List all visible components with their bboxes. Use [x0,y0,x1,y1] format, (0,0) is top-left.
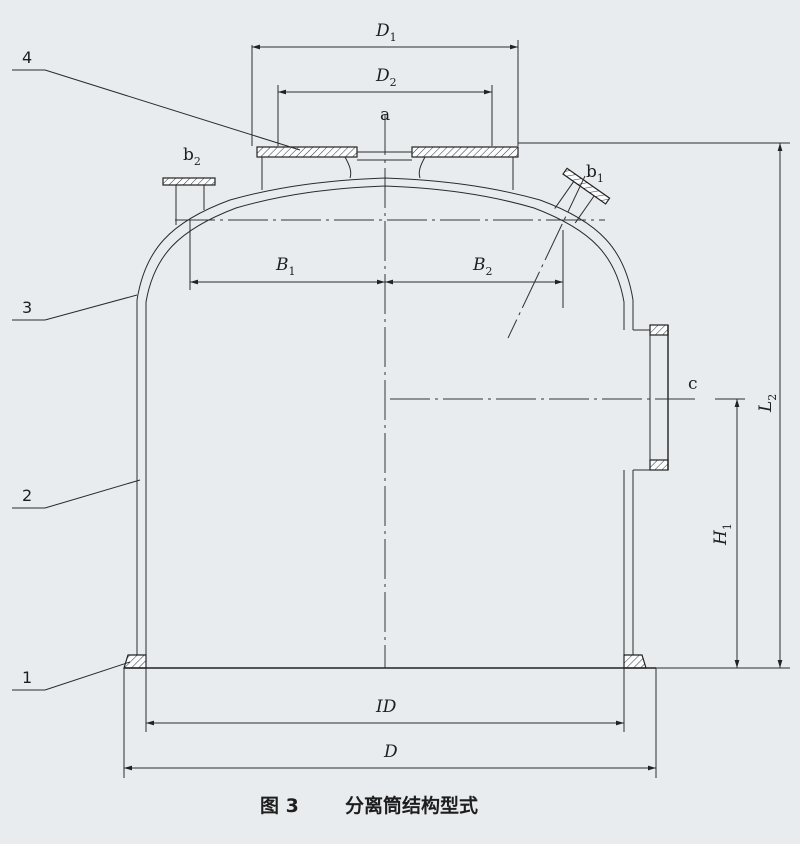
dim-L2-label: L [756,401,776,413]
dim-B2-label: B [472,255,486,275]
part-1-label: 1 [22,668,32,687]
point-b1-label: b [586,162,597,182]
bottom-flange-right [623,654,647,669]
svg-text:b1: b1 [586,162,604,185]
figure-number: 图 3 [260,795,299,817]
dim-ID-label: ID [375,697,397,717]
svg-text:D1: D1 [375,21,397,44]
dim-D: D [123,668,657,778]
dim-B1-label: B [275,255,289,275]
dim-D2-label: D [375,66,390,86]
dim-D1: D1 [251,21,519,146]
svg-text:H1: H1 [711,523,734,546]
point-b1-sub: 1 [597,172,604,185]
nozzle-c [633,324,669,471]
dim-H1-sub: 1 [721,523,734,530]
dim-B2-sub: 2 [486,265,493,278]
dim-ID: ID [145,668,625,732]
dim-B1-sub: 1 [289,265,296,278]
svg-text:D2: D2 [375,66,397,89]
part-4-label: 4 [22,48,32,67]
part-2-label: 2 [22,486,32,505]
dim-B: B1 B2 [189,220,564,308]
svg-text:b2: b2 [183,145,201,168]
point-a-label: a [380,105,390,125]
part-3-label: 3 [22,298,32,317]
vessel-shell [123,177,656,669]
nozzle-b1 [554,167,611,224]
nozzle-b1-axis [507,175,586,339]
dim-D1-sub: 1 [390,31,397,44]
dim-D2: D2 [277,66,493,146]
point-c-label: c [688,374,698,394]
dim-H1-label: H [711,529,731,546]
top-flange [256,146,519,190]
svg-text:B2: B2 [472,255,493,278]
dim-L2-sub: 2 [766,394,779,401]
dim-D-label: D [383,742,398,762]
dim-D1-label: D [375,21,390,41]
dim-H1: H1 [711,398,745,668]
dim-D2-sub: 2 [390,76,397,89]
nozzle-b2 [162,177,216,225]
point-b2-sub: 2 [194,155,201,168]
svg-text:B1: B1 [275,255,296,278]
part-leaders: 4 3 2 1 [12,48,301,691]
bottom-flange-left [123,654,147,669]
dim-L2: L2 [656,143,790,669]
figure-title: 分离筒结构型式 [345,794,478,817]
point-b2-label: b [183,145,194,165]
svg-text:L2: L2 [756,394,779,413]
